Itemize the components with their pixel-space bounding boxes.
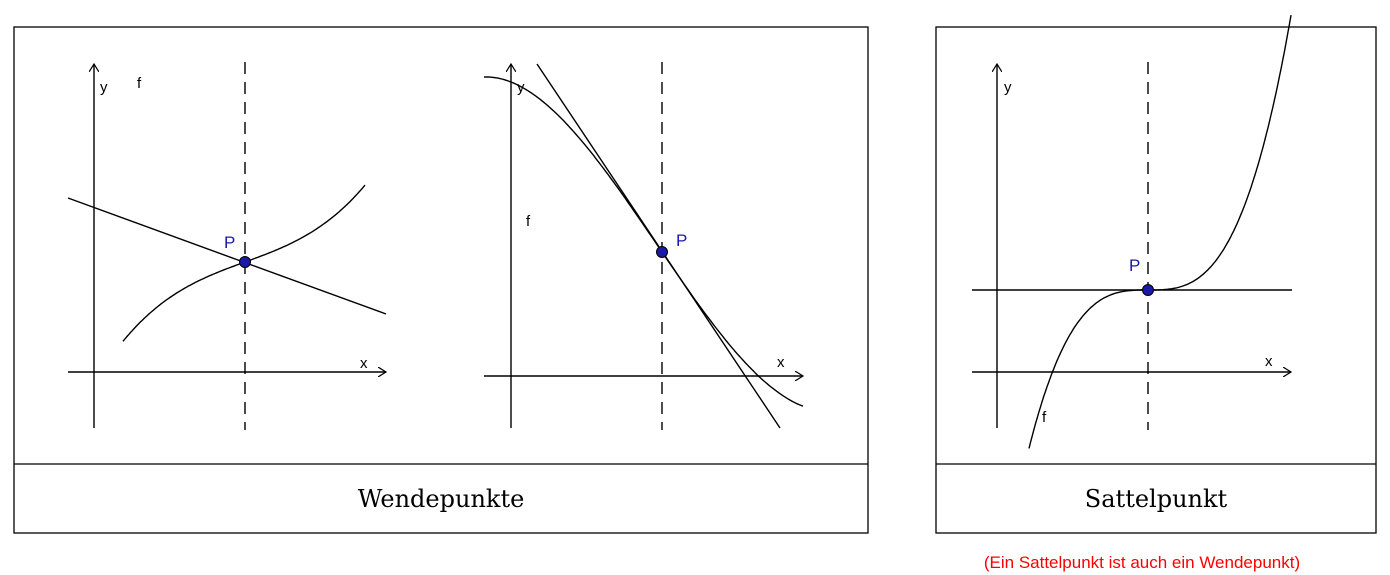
curve-label: f bbox=[1042, 409, 1047, 426]
curve-label: f bbox=[137, 75, 142, 92]
curve-f bbox=[483, 76, 804, 407]
panel-frame bbox=[13, 26, 869, 534]
point-p bbox=[239, 256, 251, 268]
panel-caption: Sattelpunkt bbox=[1085, 485, 1228, 513]
footnote: (Ein Sattelpunkt ist auch ein Wendepunkt… bbox=[984, 553, 1300, 572]
panel-caption: Wendepunkte bbox=[358, 485, 525, 513]
x-axis-label: x bbox=[777, 354, 785, 371]
x-axis-label: x bbox=[1265, 353, 1273, 370]
panel-frame bbox=[935, 26, 1377, 534]
y-axis-label: y bbox=[1004, 79, 1012, 96]
graph-inflection-2: x y f P bbox=[483, 62, 804, 430]
x-axis-label: x bbox=[360, 355, 368, 372]
point-label: P bbox=[676, 231, 687, 250]
panel-wendepunkte: x y f P x y f P Wendepunkte bbox=[13, 26, 869, 534]
graph-inflection-1: x y f P bbox=[67, 62, 387, 430]
point-label: P bbox=[224, 233, 235, 252]
graph-saddle-point: x y f P bbox=[972, 14, 1292, 449]
point-p bbox=[656, 246, 668, 258]
curve-label: f bbox=[526, 213, 531, 230]
panel-sattelpunkt: x y f P Sattelpunkt bbox=[935, 14, 1377, 534]
point-p bbox=[1142, 284, 1154, 296]
point-label: P bbox=[1129, 256, 1140, 275]
curve-f bbox=[1028, 14, 1292, 449]
y-axis-label: y bbox=[517, 79, 525, 96]
tangent-line bbox=[67, 197, 387, 315]
y-axis-label: y bbox=[100, 79, 108, 96]
